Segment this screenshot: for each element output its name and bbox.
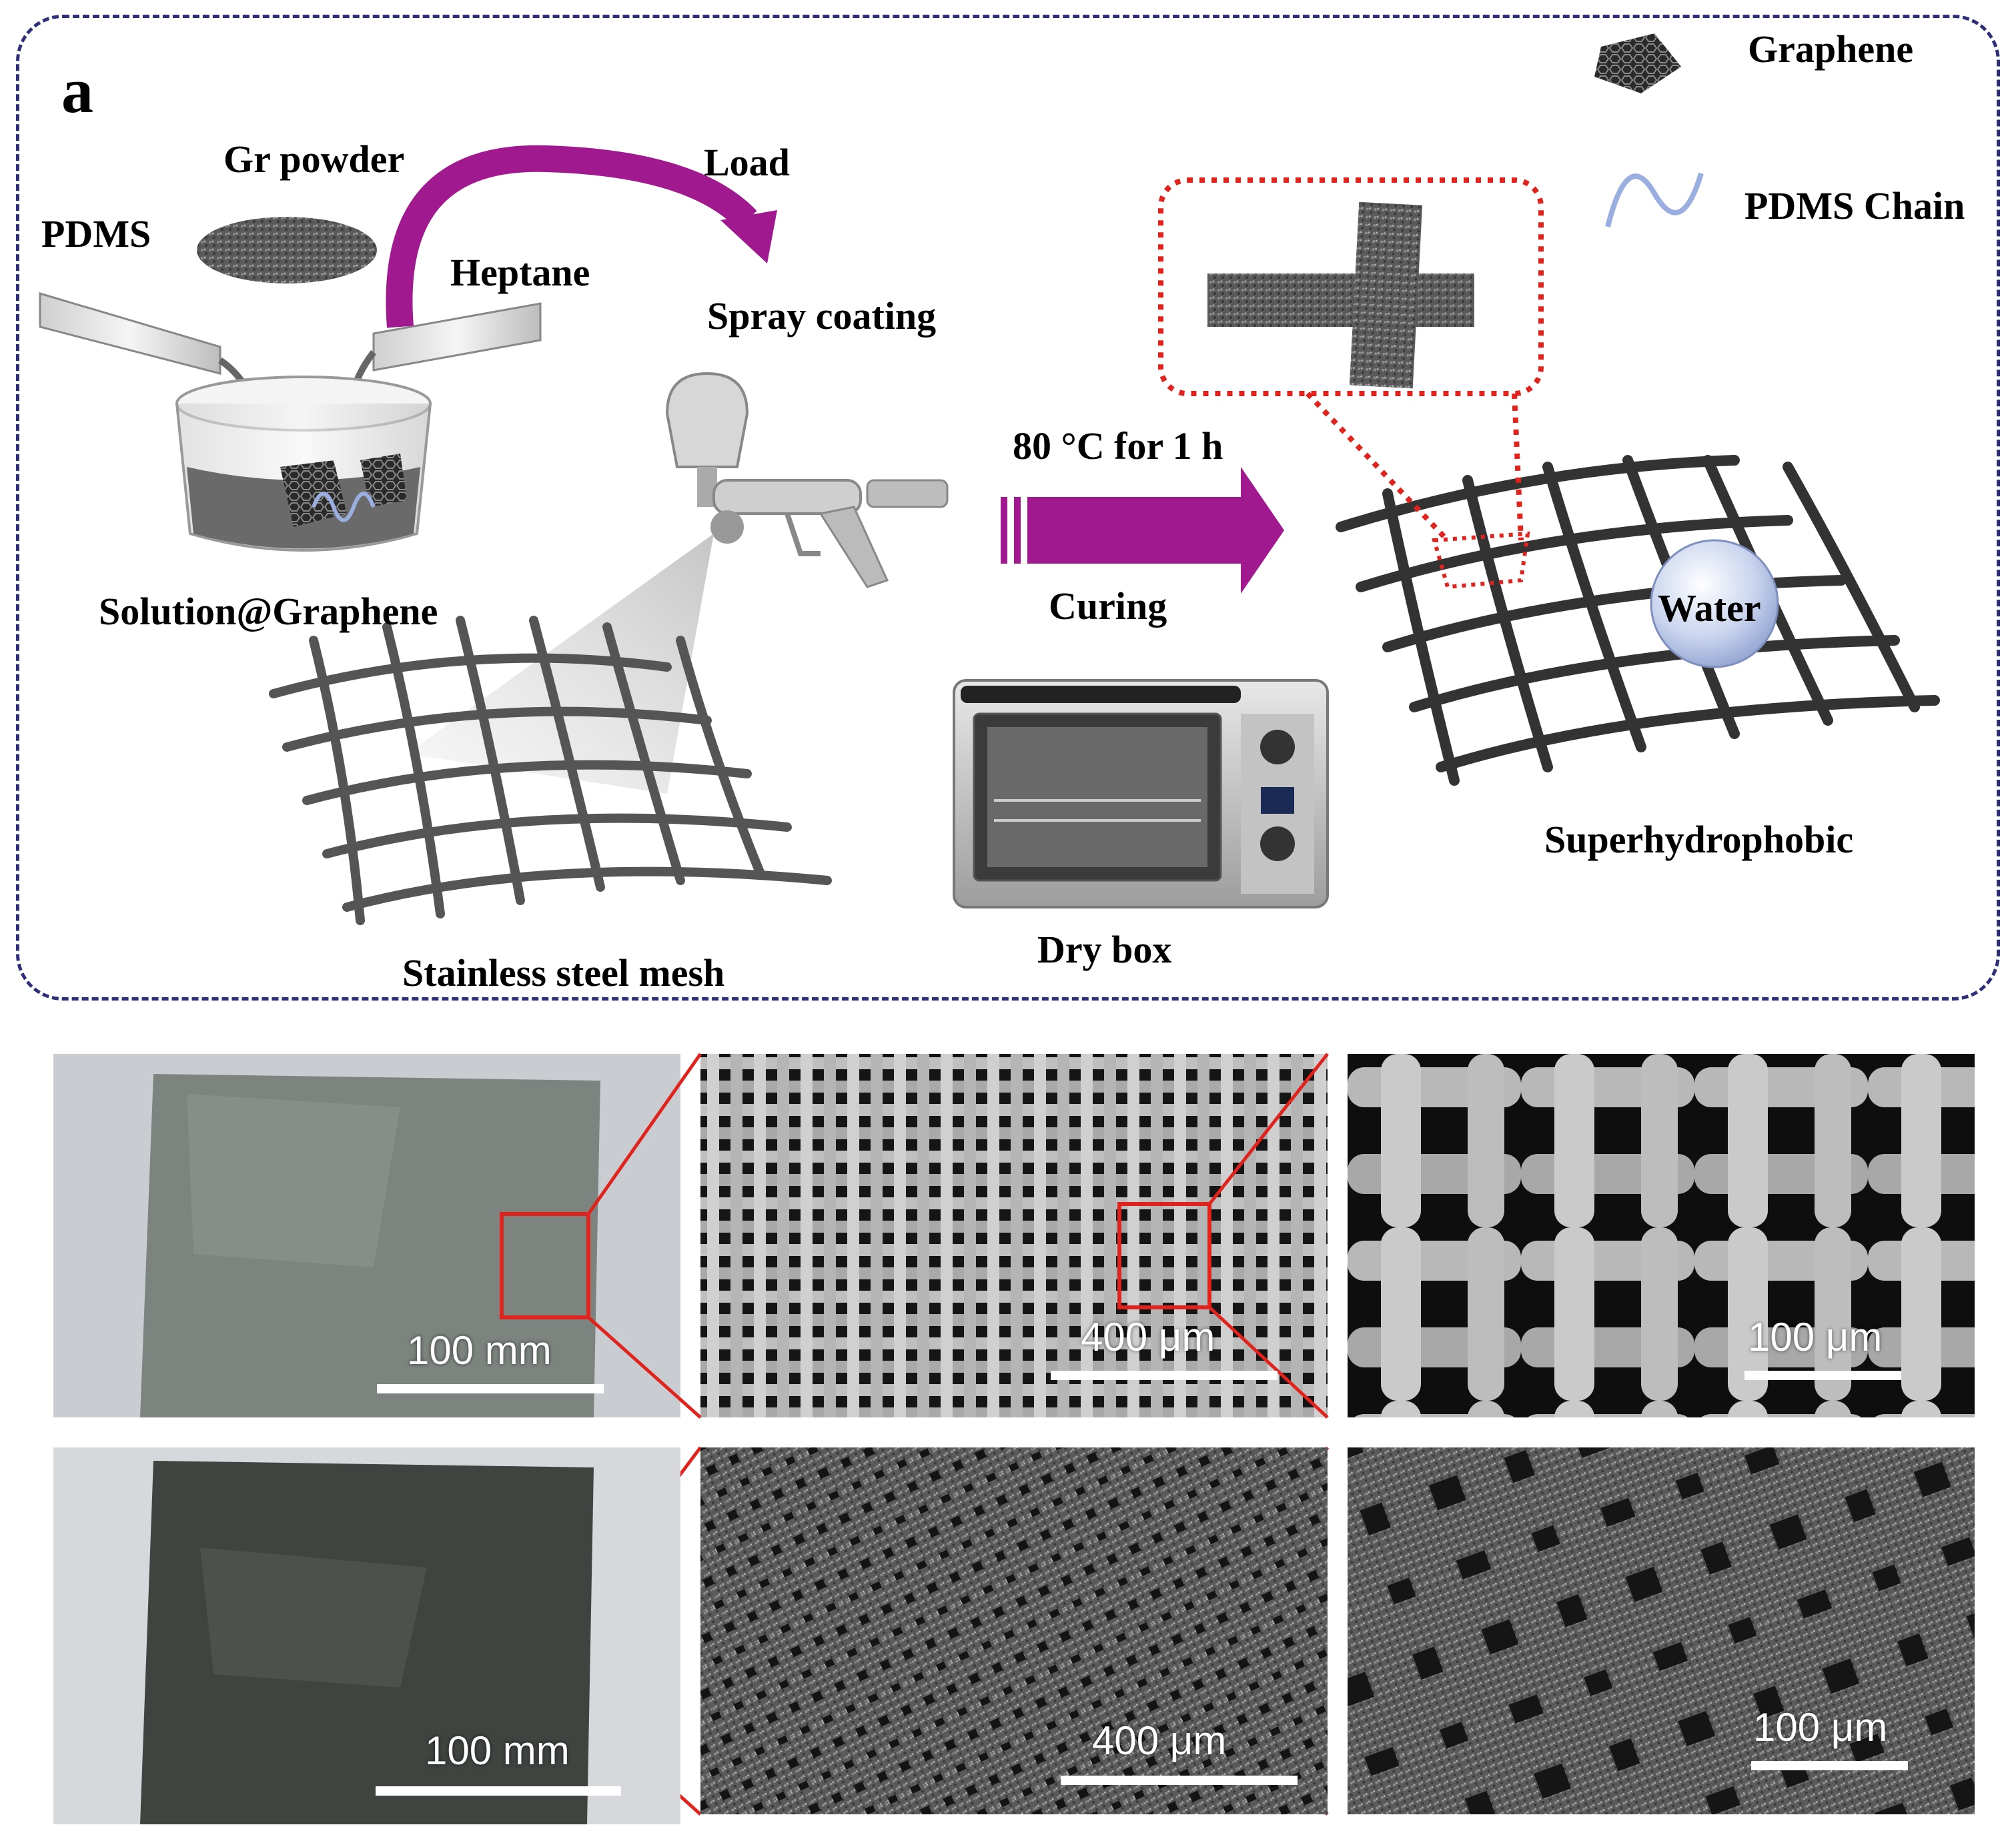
load-arrow-head: [720, 210, 777, 263]
panel-b-photo-scale-label: 100 mm: [407, 1328, 552, 1373]
label-solution-graphene: Solution@Graphene: [99, 590, 438, 633]
label-gr-powder: Gr powder: [223, 137, 405, 181]
panel-c-sem-low: [700, 1447, 1328, 1814]
panel-b-sem-high-scale-bar: [1744, 1371, 1901, 1380]
zoom-inset-leader-left: [1306, 392, 1450, 542]
stainless-mesh-illustration: [269, 616, 832, 925]
label-superhydrophobic: Superhydrophobic: [1544, 818, 1854, 861]
panel-b-sem-low-scale-label: 400 μm: [1081, 1315, 1215, 1359]
dry-box-oven: [953, 679, 1329, 908]
panel-b-connector-bottom: [587, 1316, 702, 1419]
inset-vertical-fiber: [1349, 201, 1423, 389]
zoom-inset-frame: [1158, 177, 1544, 396]
panel-a-letter: a: [61, 55, 93, 126]
panel-c-photo-scale-label: 100 mm: [425, 1728, 570, 1773]
panel-b-sem-low: [700, 1054, 1328, 1417]
beaker: [175, 376, 432, 552]
legend-label-pdms-chain: PDMS Chain: [1744, 184, 1965, 227]
panel-b-sem-high: [1348, 1054, 1975, 1417]
panel-b-connector-top: [586, 1053, 702, 1215]
panel-b-sem-low-scale-bar: [1051, 1371, 1278, 1380]
load-arrow: [386, 145, 757, 328]
panel-b-sem-zoom-box: [1117, 1202, 1211, 1309]
panel-c-photo: [53, 1447, 680, 1824]
panel-b-photo-zoom-box: [500, 1212, 590, 1319]
label-temperature: 80 °C for 1 h: [1013, 424, 1223, 468]
water-droplet: [1650, 539, 1779, 668]
label-curing: Curing: [1049, 584, 1167, 628]
panel-b-sem-high-scale-label: 100 μm: [1748, 1315, 1883, 1359]
graphene-legend-icon: [1594, 33, 1681, 93]
pdms-chain-legend-icon: [1605, 172, 1704, 227]
zoom-source-box: [1432, 531, 1530, 590]
panel-c-sem-low-scale-label: 400 μm: [1092, 1718, 1227, 1763]
curing-arrow: [1001, 467, 1284, 594]
zoom-inset-leader-right: [1512, 393, 1524, 541]
panel-b-sem-connector-bottom: [1208, 1306, 1329, 1419]
panel-c-photo-scale-bar: [376, 1786, 621, 1796]
legend-label-graphene: Graphene: [1748, 27, 1914, 71]
panel-b-sem-connector-top: [1208, 1053, 1329, 1205]
label-pdms: PDMS: [41, 212, 151, 255]
label-water: Water: [1658, 586, 1761, 630]
inset-horizontal-fiber: [1207, 273, 1474, 327]
panel-c-sem-high-scale-label: 100 μm: [1753, 1705, 1888, 1750]
label-heptane: Heptane: [450, 251, 590, 294]
label-spray-coating: Spray coating: [707, 294, 937, 338]
panel-c-sem-high: [1348, 1447, 1975, 1814]
panel-a-frame: [16, 15, 2000, 1001]
label-load: Load: [704, 141, 790, 184]
panel-b-photo-scale-bar: [377, 1384, 604, 1393]
spray-gun: [665, 372, 949, 588]
panel-c-sem-low-scale-bar: [1061, 1776, 1298, 1785]
panel-b-photo: [53, 1054, 680, 1417]
label-stainless-steel-mesh: Stainless steel mesh: [402, 951, 725, 995]
panel-c-sem-high-scale-bar: [1751, 1761, 1908, 1770]
superhydrophobic-mesh-illustration: [1336, 455, 1940, 786]
panel-a-illustration: [39, 33, 1940, 925]
gr-powder-mound: [200, 217, 374, 260]
label-dry-box: Dry box: [1037, 928, 1172, 971]
